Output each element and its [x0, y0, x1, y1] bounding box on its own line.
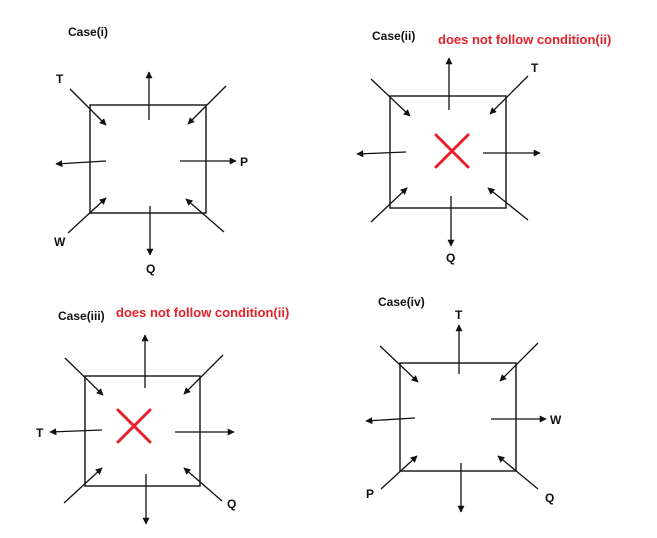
case-4: Case(iv) T W P Q [365, 295, 562, 513]
case-2-label-tr: T [531, 61, 539, 75]
case-2-cross-mark [434, 133, 470, 169]
case-4-label-right: W [550, 413, 562, 427]
case-1-arrow-corner-tr [187, 85, 227, 125]
case-3-note: does not follow condition(ii) [116, 305, 289, 320]
case-1-label-tl: T [56, 72, 64, 86]
case-1-arrow-corner-tl [69, 88, 107, 126]
case-1-title: Case(i) [68, 25, 108, 39]
case-4-title: Case(iv) [378, 295, 425, 309]
case-2-note: does not follow condition(ii) [438, 32, 611, 47]
case-1-label-bottom: Q [146, 262, 155, 276]
case-1-label-bl: W [54, 235, 66, 249]
case-4-label-br: Q [545, 491, 554, 505]
case-2-arrow-corner-bl [370, 187, 408, 223]
case-2: Case(ii) does not follow condition(ii) T… [356, 29, 611, 265]
case-3-arrow-corner-tr [183, 354, 224, 395]
case-4-label-bl: P [366, 487, 374, 501]
case-3-square [84, 375, 201, 487]
case-4-square [399, 362, 517, 472]
case-3-arrow-left [49, 428, 103, 436]
case-2-arrow-corner-br [487, 187, 529, 221]
case-1: Case(i) T P W Q [54, 25, 248, 276]
case-2-arrow-left [356, 150, 407, 158]
case-2-label-bottom: Q [446, 251, 455, 265]
case-2-title: Case(ii) [372, 29, 415, 43]
case-3: Case(iii) does not follow condition(ii) … [36, 305, 289, 525]
case-3-arrow-corner-bl [63, 467, 103, 504]
case-4-arrow-corner-tl [379, 345, 419, 383]
case-1-arrow-corner-br [185, 198, 225, 233]
case-4-label-top: T [455, 308, 463, 322]
case-4-arrow-corner-bl [380, 455, 418, 490]
case-3-arrow-corner-br [183, 467, 223, 502]
case-3-cross-mark [116, 408, 152, 444]
case-1-arrow-left [55, 160, 107, 168]
case-2-arrow-corner-tr [489, 75, 529, 115]
case-1-arrow-corner-bl [67, 197, 107, 234]
case-1-label-right: P [240, 155, 248, 169]
case-3-label-left: T [36, 426, 44, 440]
case-3-title: Case(iii) [58, 309, 105, 323]
case-4-arrow-corner-tr [499, 342, 539, 382]
case-4-arrow-left [365, 417, 416, 425]
case-3-arrow-corner-tl [64, 357, 104, 396]
case-2-arrow-corner-tl [370, 78, 411, 117]
case-4-arrow-corner-br [497, 455, 539, 490]
case-3-label-br: Q [227, 497, 236, 511]
case-1-square [89, 104, 207, 214]
case-2-square [389, 95, 507, 209]
